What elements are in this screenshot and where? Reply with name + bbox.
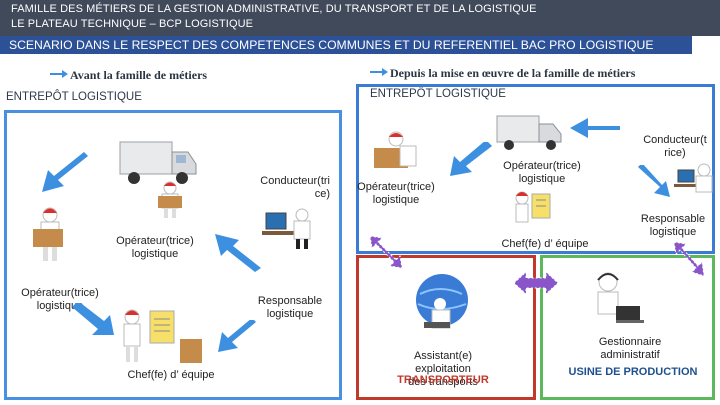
scenario-banner: SCENARIO DANS LE RESPECT DES COMPETENCES… — [0, 36, 692, 54]
operator-worker-icon — [33, 207, 63, 261]
flow-arrow-icon — [215, 234, 261, 272]
left-driver-label: Conducteur(tri ce) — [260, 175, 330, 200]
right-section-title: ENTREPÔT LOGISTIQUE — [370, 88, 506, 100]
left-title: Avant la famille de métiers — [70, 68, 208, 82]
left-team-leader-label: Chef(fe) d’ équipe — [127, 369, 215, 381]
double-arrow-icon — [369, 235, 403, 269]
team-leader-icon — [515, 191, 551, 223]
delivery-truck-icon — [496, 115, 562, 150]
admin-manager-icon — [597, 272, 644, 323]
transport-assistant-label: Assistant(e) exploitation des transports — [408, 350, 478, 388]
left-operator-label-1: Opérateur(trice) logistique — [116, 235, 194, 260]
double-arrow-icon — [514, 270, 558, 296]
left-responsible-label: Responsable logistique — [257, 295, 323, 320]
right-warehouse-box — [356, 84, 715, 254]
header-line-2: LE PLATEAU TECHNIQUE – BCP LOGISTIQUE — [11, 18, 254, 30]
team-leader-icon — [123, 309, 202, 363]
right-operator-label-mid: Opérateur(trice) logistique — [503, 160, 581, 185]
admin-manager-label: Gestionnaire administratif — [598, 336, 662, 361]
desk-computer-icon — [262, 208, 311, 249]
flow-arrow-icon — [72, 303, 114, 335]
usine-label: USINE DE PRODUCTION — [568, 366, 698, 378]
delivery-truck-icon — [119, 141, 197, 184]
flow-arrow-icon — [218, 320, 256, 352]
flow-arrow-icon — [638, 165, 670, 197]
left-operator-label-2: Opérateur(trice) logistique — [21, 287, 99, 312]
right-driver-label: Conducteur(t rice) — [643, 134, 707, 159]
scenario-banner-text: SCENARIO DANS LE RESPECT DES COMPETENCES… — [9, 38, 654, 52]
operator-worker-icon — [374, 131, 417, 168]
bullet-arrow-icon — [370, 68, 388, 76]
desk-computer-icon — [674, 163, 713, 193]
flow-arrow-icon — [42, 152, 88, 192]
usine-box — [540, 255, 715, 400]
right-title: Depuis la mise en œuvre de la famille de… — [390, 66, 636, 80]
flow-arrow-icon — [570, 118, 620, 138]
left-warehouse-box — [4, 110, 342, 400]
right-operator-label-left: Opérateur(trice) logistique — [357, 181, 435, 206]
worker-boxes-icon — [158, 181, 182, 218]
header-bar: FAMILLE DES MÉTIERS DE LA GESTION ADMINI… — [0, 0, 720, 36]
right-team-leader-label: Chef(fe) d’ équipe — [501, 238, 589, 250]
bullet-arrow-icon — [50, 70, 68, 78]
flow-arrow-icon — [450, 142, 492, 176]
header-line-1: FAMILLE DES MÉTIERS DE LA GESTION ADMINI… — [11, 3, 537, 15]
left-section-title: ENTREPÔT LOGISTIQUE — [6, 91, 142, 103]
transporteur-label: TRANSPORTEUR — [397, 374, 489, 386]
transport-assistant-icon — [416, 274, 468, 329]
double-arrow-icon — [673, 241, 705, 277]
transporteur-box — [356, 255, 536, 400]
right-responsible-label: Responsable logistique — [640, 213, 706, 238]
